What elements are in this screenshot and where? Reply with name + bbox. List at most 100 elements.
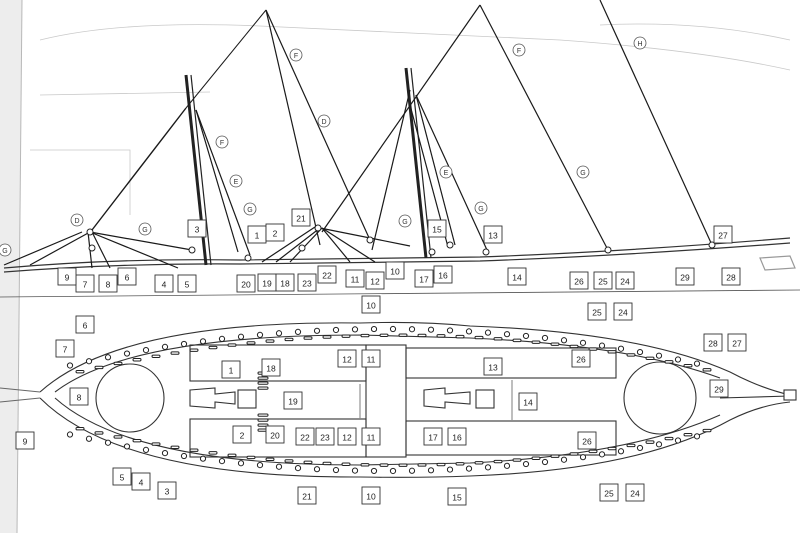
side-box-label: 16 (438, 271, 448, 281)
deck-fitting (294, 328, 302, 335)
side-box-label: 11 (351, 275, 360, 285)
plan-box-label: 17 (428, 433, 438, 443)
deck-cleat (398, 333, 408, 337)
side-box: 19 (257, 273, 277, 292)
deck-cleat (246, 455, 256, 460)
deck-fitting (123, 350, 131, 357)
deck-fitting (389, 325, 397, 333)
side-letter-label: G (142, 227, 147, 234)
side-letter: E (229, 174, 243, 188)
side-box-label: 26 (574, 277, 584, 287)
deck-cleat (474, 335, 484, 340)
plan-box: 25 (587, 302, 607, 321)
side-box-label: 13 (488, 231, 498, 241)
plan-box-label: 5 (120, 473, 125, 483)
deck-cleat (588, 449, 598, 454)
side-letter-label: G (478, 206, 483, 213)
deck-cleat (132, 358, 142, 362)
plan-box-label: 15 (452, 493, 462, 503)
deck-fitting (503, 331, 511, 338)
side-box-label: 24 (620, 277, 630, 287)
side-letter: G (0, 243, 12, 257)
deck-cleat (569, 344, 579, 349)
plan-box: 19 (283, 391, 303, 410)
deck-fitting (655, 441, 663, 448)
plan-box-label: 1 (229, 366, 234, 376)
deck-fitting (541, 334, 549, 342)
deck-cleat (132, 438, 142, 443)
side-letter-label: E (234, 179, 239, 186)
pin-rail (257, 386, 269, 390)
plan-box-label: 2 (240, 431, 245, 441)
side-box: 7 (75, 274, 95, 293)
deck-cleat (702, 428, 712, 433)
deck-cleat (170, 351, 180, 355)
side-box: 22 (317, 265, 337, 284)
deck-cleat (360, 333, 370, 338)
deck-fitting (693, 360, 701, 367)
plan-box-label: 16 (452, 433, 462, 443)
side-box-label: 9 (65, 273, 70, 283)
deck-cleat (436, 334, 446, 338)
side-letter: F (512, 43, 526, 57)
side-box: 23 (297, 273, 317, 292)
plan-box: 11 (361, 427, 381, 446)
plan-box: 29 (709, 379, 729, 398)
deck-cleat (645, 356, 655, 360)
deck-cleat (303, 336, 313, 340)
side-letter-label: D (74, 218, 79, 225)
deck-cleat (398, 463, 408, 467)
side-letter: G (576, 165, 590, 179)
deck-cleat (455, 334, 465, 339)
plan-box: 20 (265, 425, 285, 444)
side-box: 13 (483, 225, 503, 244)
side-box-label: 23 (302, 279, 312, 289)
side-letter: G (138, 222, 152, 236)
deck-fitting (579, 339, 587, 346)
deck-cleat (265, 339, 275, 343)
deck-cleat (436, 462, 446, 467)
side-box: 8 (98, 274, 118, 293)
deck-cleat (284, 459, 294, 463)
side-letter: D (317, 114, 331, 128)
side-box: 3 (187, 219, 207, 238)
side-letter: G (474, 201, 488, 215)
deck-cleat (683, 364, 693, 368)
deck-fitting (180, 452, 188, 460)
plan-box: 8 (69, 387, 89, 406)
deck-fitting (598, 342, 606, 349)
deck-fitting (199, 338, 207, 345)
side-view-hull (0, 237, 800, 298)
plan-box: 14 (518, 392, 538, 411)
deck-fitting (351, 326, 359, 333)
plan-box-label: 14 (523, 398, 533, 408)
deck-fitting (522, 332, 530, 340)
plan-box-label: 19 (288, 397, 298, 407)
deck-fitting (636, 444, 644, 452)
side-box-label: 28 (726, 273, 736, 283)
deck-fitting (484, 329, 492, 336)
deck-fitting (123, 443, 131, 450)
side-box: 26 (569, 271, 589, 290)
deck-fitting (465, 328, 473, 335)
pin-rail (257, 381, 269, 385)
deck-fitting (256, 331, 264, 338)
deck-fitting (389, 467, 397, 475)
deck-fitting (484, 464, 492, 471)
deck-cleat (455, 462, 465, 466)
deck-fitting (674, 437, 682, 444)
plan-box-label: 11 (367, 433, 376, 443)
plan-box: 26 (577, 431, 597, 450)
plan-box: 17 (423, 427, 443, 446)
deck-fitting (161, 343, 169, 351)
side-box: 10 (385, 261, 405, 280)
side-box-label: 1 (255, 231, 260, 241)
deck-fitting (218, 335, 226, 343)
deck-cleat (417, 333, 427, 338)
plan-box-label: 6 (83, 321, 88, 331)
deck-fitting (332, 326, 340, 334)
deck-cleat (531, 340, 541, 344)
plan-box-label: 23 (320, 433, 330, 443)
plan-box: 24 (625, 483, 645, 502)
deck-cleat (94, 365, 104, 370)
